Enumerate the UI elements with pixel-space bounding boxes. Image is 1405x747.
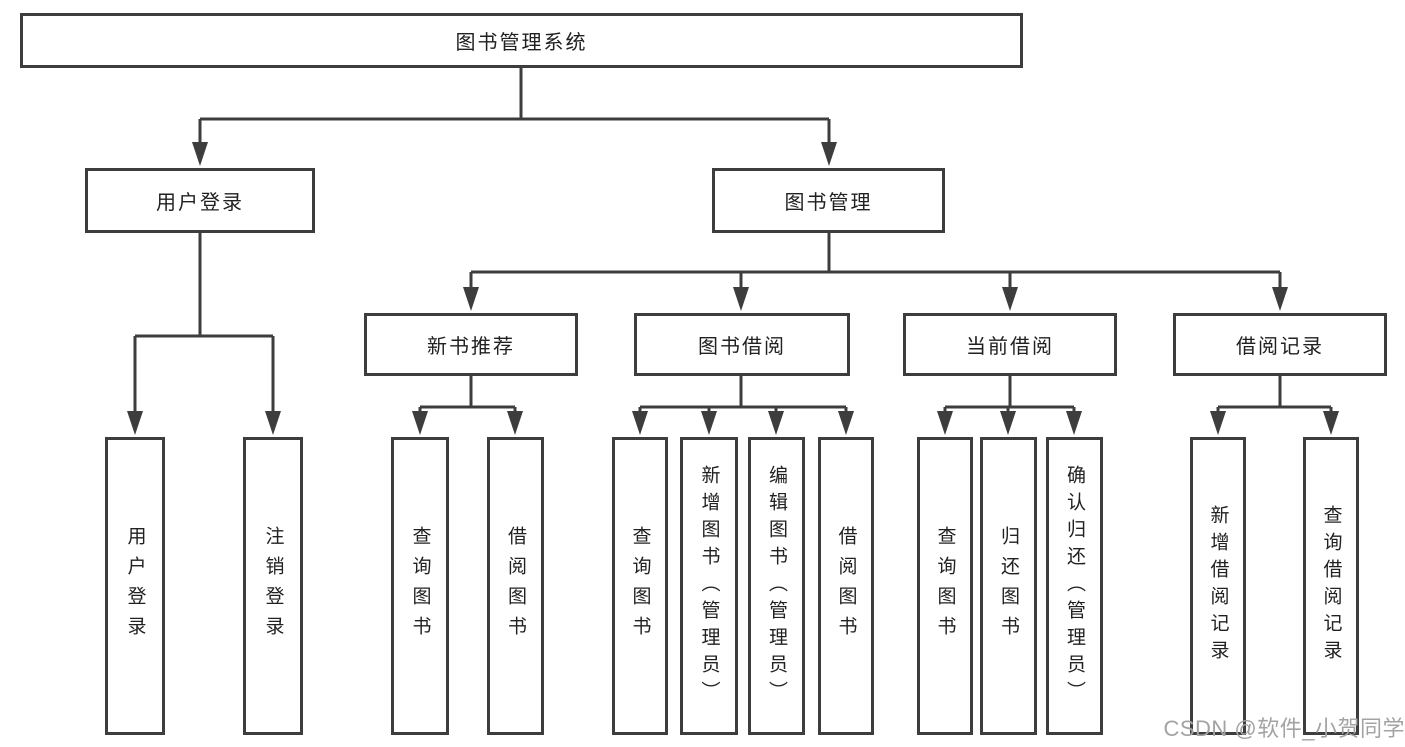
leaf-query-borrow-record: 查询借阅记录 (1303, 437, 1359, 735)
leaf-borrow-books-borrow: 借阅图书 (818, 437, 874, 735)
node-root-label: 图书管理系统 (455, 32, 588, 54)
node-new-book-recommend-label: 新书推荐 (427, 336, 515, 358)
leaf-query-books-borrow-label: 查询图书 (629, 526, 651, 646)
leaf-query-books-current: 查询图书 (917, 437, 973, 735)
leaf-user-login: 用户登录 (105, 437, 165, 735)
watermark: CSDN @软件_小贺同学 (1163, 716, 1405, 741)
leaf-add-borrow-record-label: 新增借阅记录 (1207, 505, 1229, 667)
leaf-query-books-borrow: 查询图书 (612, 437, 668, 735)
leaf-edit-book-admin-label: 编辑图书（管理员） (766, 464, 787, 708)
leaf-user-login-label: 用户登录 (124, 526, 146, 646)
leaf-confirm-return-admin: 确认归还（管理员） (1046, 437, 1103, 735)
node-root: 图书管理系统 (20, 13, 1023, 68)
node-new-book-recommend: 新书推荐 (364, 313, 578, 376)
node-current-borrow-label: 当前借阅 (966, 336, 1054, 358)
node-book-management: 图书管理 (712, 168, 945, 233)
node-book-management-label: 图书管理 (784, 192, 873, 214)
leaf-logout: 注销登录 (243, 437, 303, 735)
leaf-add-borrow-record: 新增借阅记录 (1190, 437, 1246, 735)
node-user-login-label: 用户登录 (156, 192, 244, 214)
leaf-query-books-recommend-label: 查询图书 (409, 526, 431, 646)
leaf-confirm-return-admin-label: 确认归还（管理员） (1064, 464, 1085, 708)
arrowheads (127, 142, 1339, 435)
leaf-return-book: 归还图书 (980, 437, 1037, 735)
leaf-borrow-books-recommend-label: 借阅图书 (505, 526, 526, 646)
node-current-borrow: 当前借阅 (903, 313, 1117, 376)
leaf-query-books-recommend: 查询图书 (391, 437, 449, 735)
node-user-login: 用户登录 (85, 168, 315, 233)
node-borrow-records-label: 借阅记录 (1236, 336, 1324, 358)
leaf-borrow-books-borrow-label: 借阅图书 (835, 526, 857, 646)
leaf-query-books-current-label: 查询图书 (934, 526, 956, 646)
leaf-add-book-admin-label: 新增图书（管理员） (698, 464, 720, 708)
leaf-borrow-books-recommend: 借阅图书 (487, 437, 544, 735)
node-borrow-records: 借阅记录 (1173, 313, 1387, 376)
leaf-edit-book-admin: 编辑图书（管理员） (748, 437, 805, 735)
leaf-query-borrow-record-label: 查询借阅记录 (1320, 505, 1342, 667)
leaf-return-book-label: 归还图书 (998, 526, 1019, 646)
node-book-borrow-label: 图书借阅 (698, 336, 786, 358)
node-book-borrow: 图书借阅 (634, 313, 850, 376)
leaf-logout-label: 注销登录 (262, 526, 284, 646)
leaf-add-book-admin: 新增图书（管理员） (680, 437, 738, 735)
